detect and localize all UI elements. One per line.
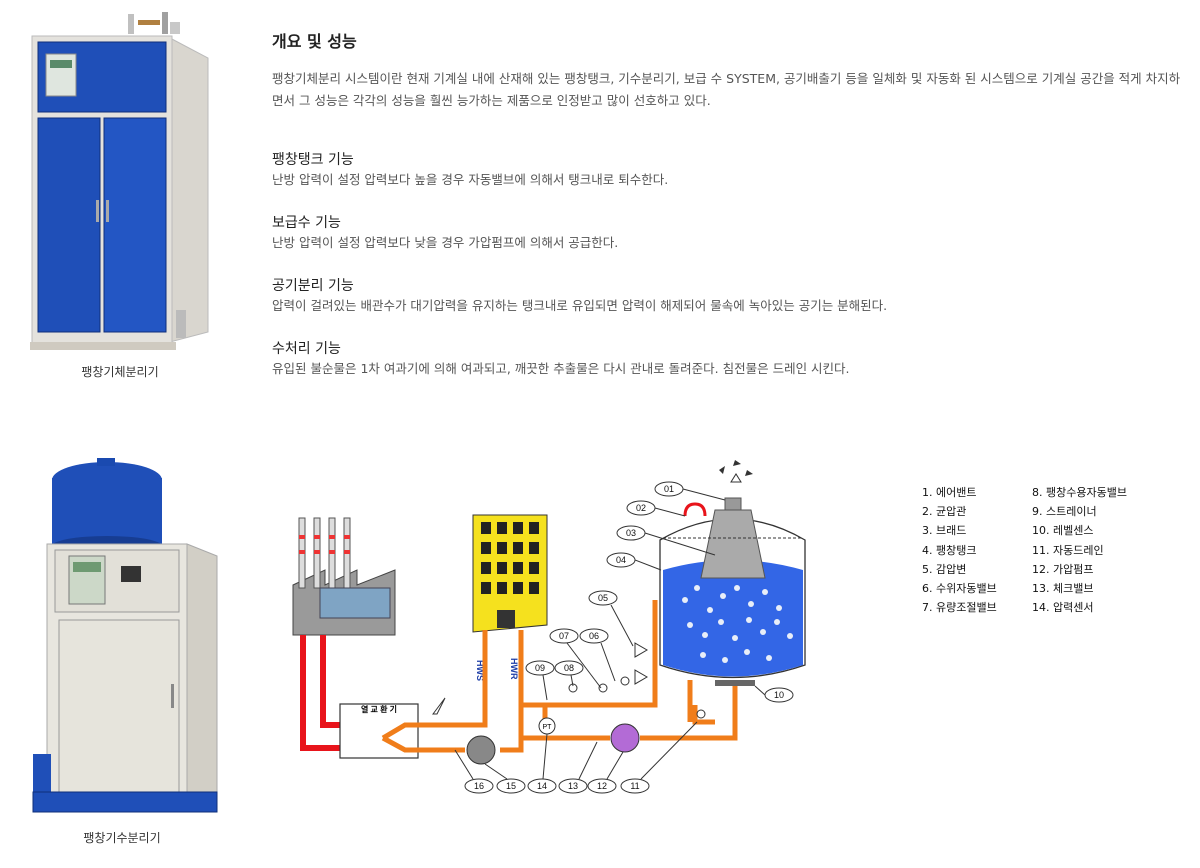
- callout-03-label: 03: [626, 528, 636, 538]
- legend-item: 2. 균압관: [922, 505, 967, 519]
- water-separator-caption: 팽창기수분리기: [83, 831, 161, 845]
- callout-14-label: 14: [537, 781, 547, 791]
- legend-item: 1. 에어밴트: [922, 486, 977, 499]
- legend-item: 6. 수위자동밸브: [922, 581, 997, 595]
- callout-10-label: 10: [774, 690, 784, 700]
- legend-item: 14. 압력센서: [1032, 601, 1094, 615]
- section-title: 공기분리 기능: [272, 278, 354, 294]
- legend-item: 4. 팽창탱크: [922, 543, 977, 557]
- legend-item: 7. 유량조절밸브: [922, 601, 997, 615]
- hws-label: HWS: [475, 660, 485, 681]
- water-separator-image: [25, 458, 225, 818]
- section-water-treatment: 수처리 기능 유입된 불순물은 1차 여과기에 의해 여과되고, 깨끗한 추출물…: [272, 339, 1182, 379]
- legend-item: 5. 감압변: [922, 562, 967, 576]
- callout-11: [620, 721, 698, 794]
- gas-separator-image: [20, 10, 210, 355]
- legend-item: 3. 브래드: [922, 524, 967, 538]
- callout-08: [554, 660, 584, 687]
- callout-15-label: 15: [506, 781, 516, 791]
- callout-01-label: 01: [664, 484, 674, 494]
- callout-13: [558, 741, 598, 794]
- section-expansion-tank: 팽창탱크 기능 난방 압력이 설정 압력보다 높을 경우 자동밸브에 의해서 탱…: [272, 150, 1182, 190]
- callout-06-label: 06: [589, 631, 599, 641]
- legend-item: 13. 체크밸브: [1032, 581, 1094, 595]
- callout-02: [626, 500, 686, 517]
- callout-05: [588, 590, 634, 647]
- section-title: 보급수 기능: [272, 215, 341, 231]
- callout-03: [616, 525, 716, 556]
- callout-09: [525, 660, 555, 701]
- section-air-separation: 공기분리 기능 압력이 걸려있는 배관수가 대기압력을 유지하는 탱크내로 유입…: [272, 276, 1182, 316]
- callout-07: [549, 628, 602, 689]
- callout-13-label: 13: [568, 781, 578, 791]
- callout-08-label: 08: [564, 663, 574, 673]
- gas-separator-caption: 팽창기체분리기: [81, 365, 159, 379]
- section-desc: 압력이 걸려있는 배관수가 대기압력을 유지하는 탱크내로 유입되면 압력이 해…: [272, 298, 888, 313]
- hwr-label: HWR: [509, 658, 519, 680]
- callout-12-label: 12: [597, 781, 607, 791]
- callout-16: [454, 749, 494, 794]
- legend-item: 10. 레벨센스: [1032, 524, 1094, 538]
- callout-06: [579, 628, 616, 682]
- callout-14: [527, 733, 557, 794]
- system-diagram: HWS HWR 열 교 환 기: [285, 460, 825, 805]
- callout-02-label: 02: [636, 503, 646, 513]
- legend-item: 11. 자동드레인: [1032, 543, 1104, 557]
- component-legend: 1. 에어밴트 8. 팽창수용자동밸브 2. 균압관 9. 스트레이너 3. 브래드…: [922, 484, 1127, 618]
- legend-item: 9. 스트레이너: [1032, 505, 1097, 519]
- pressure-transmitter-label: PT: [543, 724, 553, 731]
- callout-01: [654, 481, 726, 501]
- callout-15: [484, 763, 526, 794]
- section-desc: 난방 압력이 설정 압력보다 낮을 경우 가압펌프에 의해서 공급한다.: [272, 235, 619, 250]
- section-title: 수처리 기능: [272, 341, 341, 357]
- legend-item: 8. 팽창수용자동밸브: [1032, 486, 1127, 499]
- section-desc: 난방 압력이 설정 압력보다 높을 경우 자동밸브에 의해서 탱크내로 퇴수한다…: [272, 172, 669, 187]
- intro-paragraph: 팽창기체분리 시스템이란 현재 기계실 내에 산재해 있는 팽창탱크, 기수분리…: [272, 71, 1181, 108]
- callout-04-label: 04: [616, 555, 626, 565]
- expansion-tank: [659, 497, 806, 686]
- section-desc: 유입된 불순물은 1차 여과기에 의해 여과되고, 깨끗한 추출물은 다시 관내…: [272, 361, 850, 376]
- heat-exchanger-label: 열 교 환 기: [361, 704, 397, 714]
- callout-09-label: 09: [535, 663, 545, 673]
- building-icon: [472, 514, 548, 633]
- section-title: 팽창탱크 기능: [272, 152, 354, 168]
- section-makeup-water: 보급수 기능 난방 압력이 설정 압력보다 낮을 경우 가압펌프에 의해서 공급…: [272, 213, 1182, 253]
- callout-04: [606, 552, 662, 571]
- page-title: 개요 및 성능: [272, 32, 357, 51]
- factory-icon: [292, 517, 396, 636]
- legend-item: 12. 가압펌프: [1032, 562, 1094, 576]
- callout-07-label: 07: [559, 631, 569, 641]
- callout-05-label: 05: [598, 593, 608, 603]
- callout-10: [754, 685, 794, 703]
- callout-11-label: 11: [630, 781, 639, 791]
- callout-12: [587, 751, 624, 794]
- callout-16-label: 16: [474, 781, 484, 791]
